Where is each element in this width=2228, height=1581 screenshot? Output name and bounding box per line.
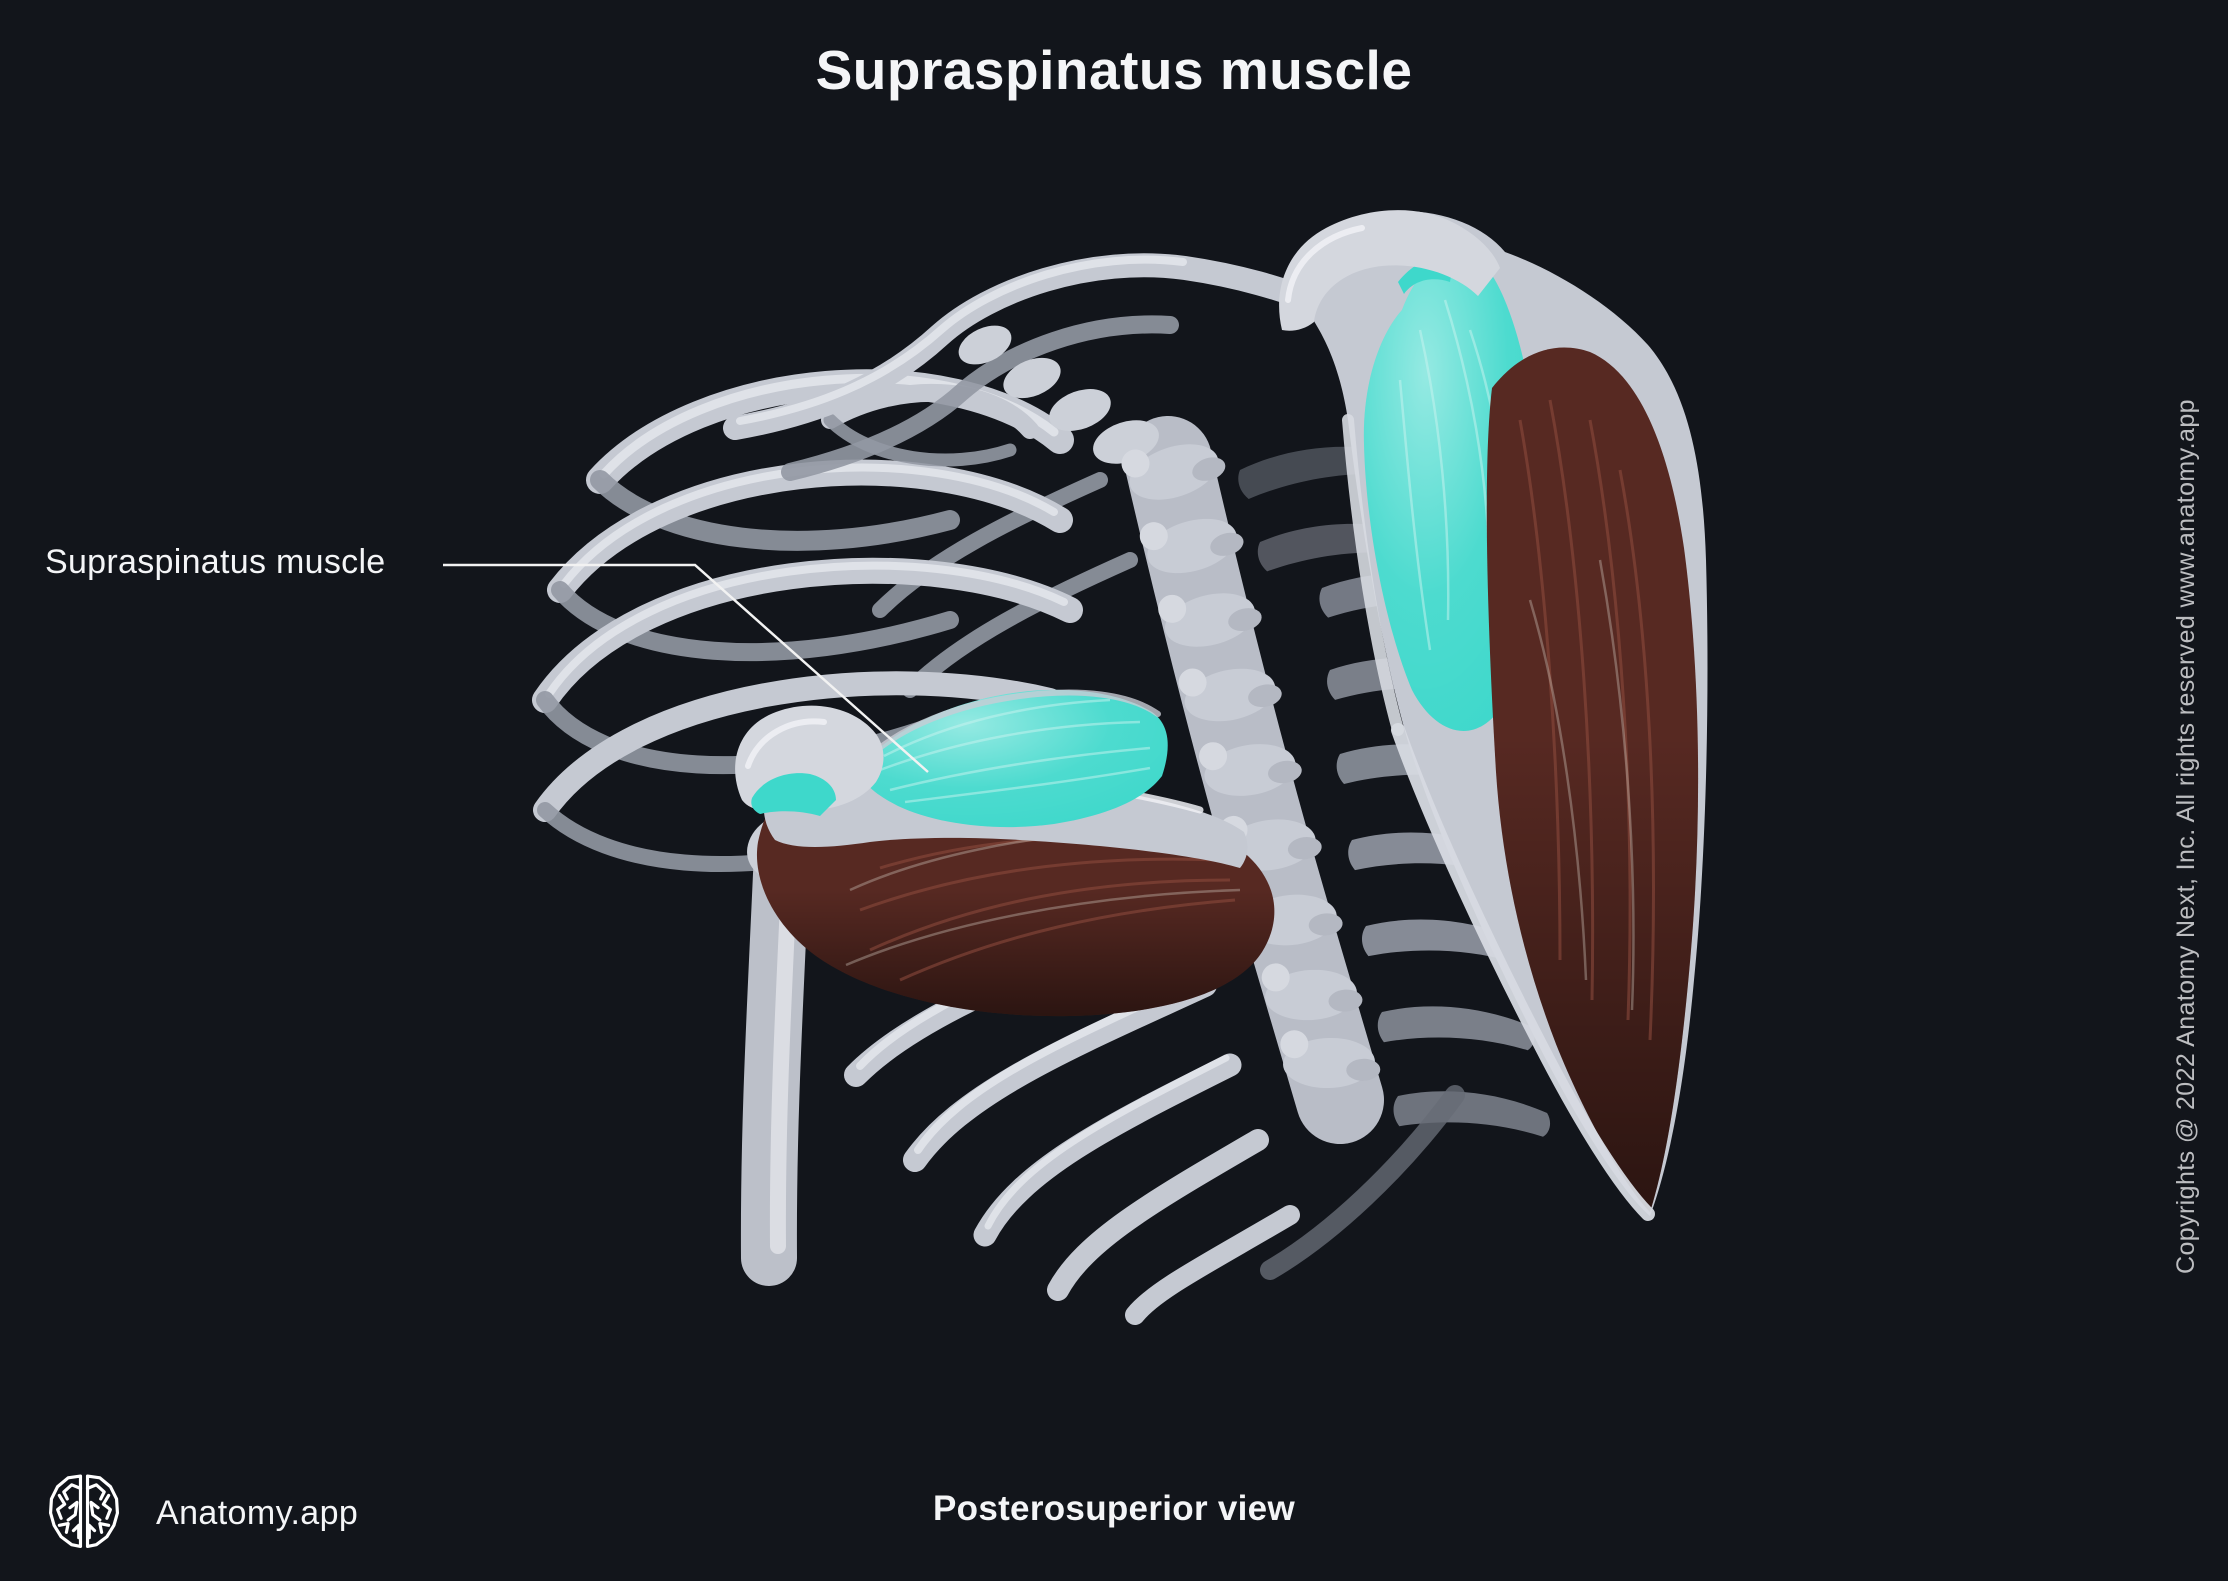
clavicles — [723, 253, 1320, 481]
shoulder-left-group — [735, 689, 1275, 1286]
view-caption: Posterosuperior view — [933, 1489, 1295, 1528]
brand: Anatomy.app — [40, 1466, 358, 1560]
leader-line — [443, 563, 929, 773]
brain-icon — [48, 1474, 120, 1549]
annotation-label: Supraspinatus muscle — [45, 543, 386, 581]
brand-name: Anatomy.app — [156, 1493, 359, 1532]
scapula-right-lateral-border — [1391, 723, 1655, 1221]
infraspinatus-right-fibers — [1518, 399, 1655, 1041]
copyright-text: Copyrights @ 2022 Anatomy Next, Inc. All… — [2172, 399, 2200, 1275]
ribs-lower — [844, 893, 1465, 1325]
shoulder-right-group — [1279, 210, 1708, 1221]
supraspinatus-left-tendon — [751, 773, 836, 816]
page-title: Supraspinatus muscle — [815, 39, 1413, 101]
spine — [958, 325, 1384, 1144]
supraspinatus-left-fibers — [879, 698, 1151, 804]
